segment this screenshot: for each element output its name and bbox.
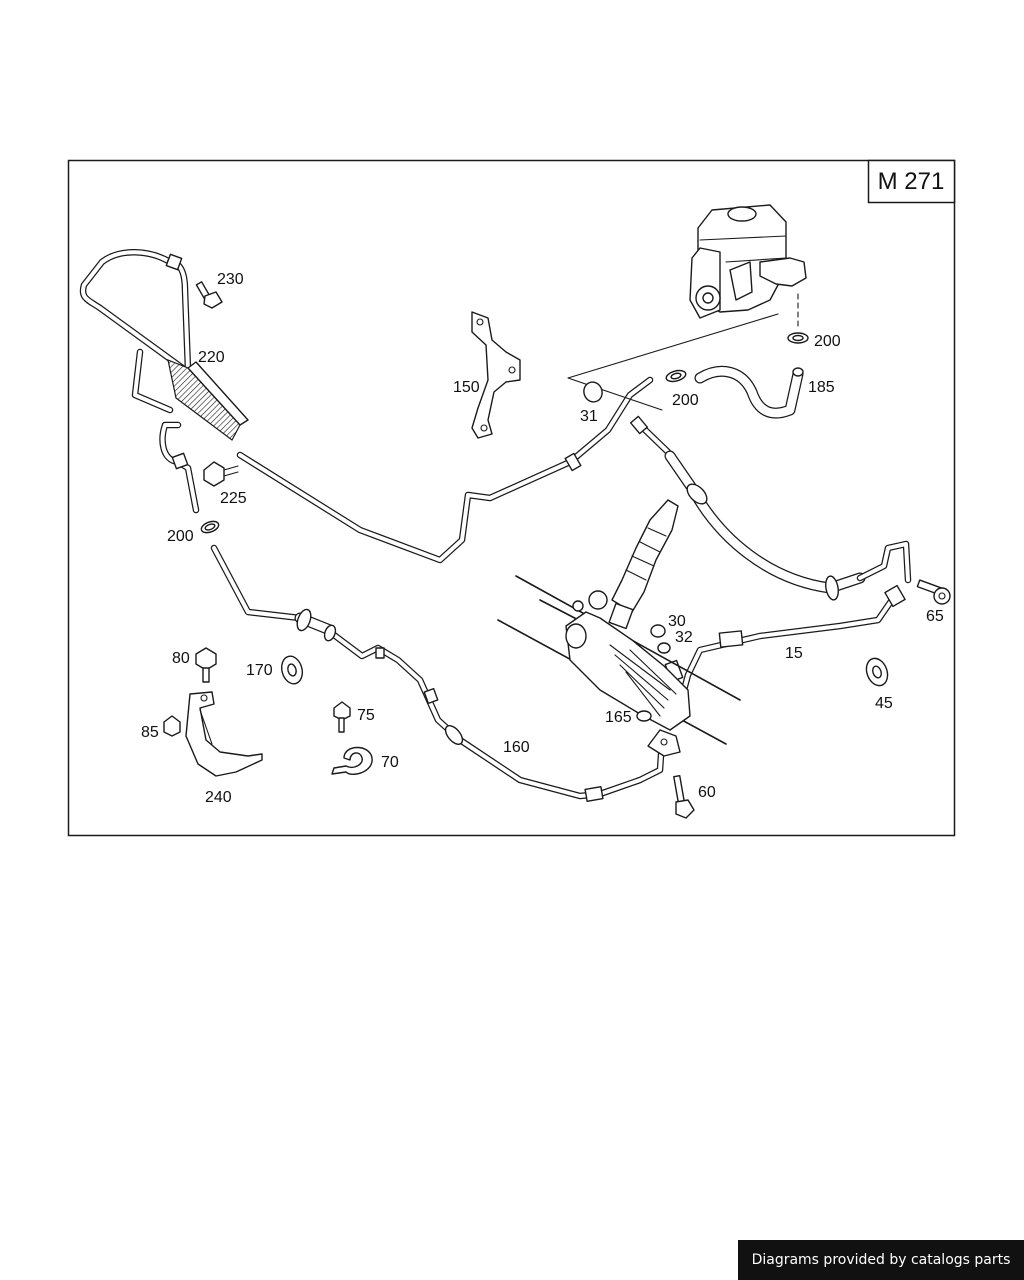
model-label-box: M 271 — [867, 159, 956, 204]
steering-rack — [497, 499, 741, 757]
callout-200-left: 200 — [167, 528, 194, 545]
cooler-line-220 — [79, 249, 249, 514]
callout-32: 32 — [675, 629, 693, 646]
callout-65: 65 — [926, 608, 944, 625]
callout-200-middle: 200 — [672, 392, 699, 409]
grommet-45 — [865, 657, 889, 687]
bolt-225 — [203, 461, 239, 487]
callout-30: 30 — [668, 613, 686, 630]
callout-220: 220 — [198, 349, 225, 366]
footer-credit-badge: Diagrams provided by catalogs parts — [738, 1240, 1024, 1280]
callout-31: 31 — [580, 408, 598, 425]
o-ring-31 — [583, 381, 603, 403]
callout-75: 75 — [357, 707, 375, 724]
model-label: M 271 — [878, 168, 945, 195]
callout-225: 225 — [220, 490, 247, 507]
hose-clamp-200-left — [200, 520, 220, 534]
callout-60: 60 — [698, 784, 716, 801]
diagram-frame — [67, 159, 956, 837]
bolt-80 — [195, 647, 217, 683]
grommet-170 — [280, 655, 304, 685]
callout-150: 150 — [453, 379, 480, 396]
o-ring-32 — [657, 642, 671, 654]
hose-clamp-200-upper — [787, 332, 809, 344]
callout-165: 165 — [605, 709, 632, 726]
callout-85: 85 — [141, 724, 159, 741]
line-15 — [664, 584, 906, 694]
o-ring-165 — [636, 710, 652, 722]
bolt-230 — [195, 281, 223, 309]
callout-185: 185 — [808, 379, 835, 396]
bracket-150 — [471, 311, 521, 439]
bolt-60 — [673, 774, 695, 819]
hose-clamp-200-middle — [665, 369, 687, 383]
bracket-240 — [185, 691, 263, 777]
bolt-65 — [916, 579, 951, 605]
callout-240: 240 — [205, 789, 232, 806]
callout-45: 45 — [875, 695, 893, 712]
callout-160: 160 — [503, 739, 530, 756]
o-ring-30 — [650, 624, 666, 638]
callout-230: 230 — [217, 271, 244, 288]
clip-70 — [331, 746, 373, 776]
suction-hose-185 — [694, 365, 804, 419]
pressure-hose-160 — [210, 544, 666, 802]
callout-200-upper: 200 — [814, 333, 841, 350]
bolt-75 — [333, 701, 351, 733]
parts-diagram: M 271 — [67, 159, 956, 837]
callout-170: 170 — [246, 662, 273, 679]
callout-15: 15 — [785, 645, 803, 662]
callout-labels: 230 220 225 200 150 31 200 200 185 30 32… — [141, 271, 944, 806]
high-pressure-line — [629, 415, 912, 601]
callout-70: 70 — [381, 754, 399, 771]
power-steering-pump — [567, 204, 807, 411]
return-line — [236, 376, 654, 564]
callout-80: 80 — [172, 650, 190, 667]
nut-85 — [163, 715, 181, 737]
